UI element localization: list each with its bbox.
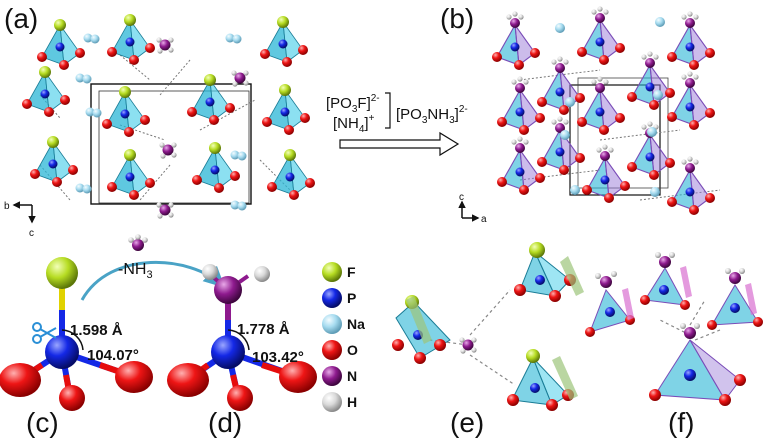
- panel-d-label: (d): [208, 407, 242, 438]
- legend-label-h: H: [347, 394, 357, 410]
- arrow-green-3: [552, 356, 578, 400]
- panel-c-label: (c): [26, 407, 59, 438]
- reaction-arrow: [339, 131, 460, 157]
- arrow-pink-1: [622, 288, 634, 320]
- legend-label-p: P: [347, 290, 356, 306]
- panel-c-molecule: [0, 257, 153, 411]
- elimination-group: -NH3: [80, 234, 226, 301]
- reactant-po3f: [PO3F]2-: [326, 93, 380, 115]
- scissors-icon: [32, 322, 57, 344]
- axes-a: b c: [4, 201, 36, 239]
- panel-a-structure: [21, 13, 316, 219]
- panel-a-label: (a): [4, 3, 38, 34]
- legend-label-f: F: [347, 264, 356, 280]
- arrow-green-2: [406, 296, 432, 344]
- panel-e-structure: [392, 242, 584, 411]
- bond-angle-d: 103.42°: [252, 349, 304, 366]
- bond-angle-c: 104.07°: [87, 347, 139, 364]
- legend-swatch-p: [322, 288, 342, 308]
- reaction-scheme: [PO3F]2- [NH4]+ [PO3NH3]2-: [326, 92, 468, 157]
- legend-swatch-f: [322, 262, 342, 282]
- panel-f-label: (f): [668, 407, 694, 438]
- bond-length-c: 1.598 Å: [70, 322, 123, 339]
- axis-b-label: b: [4, 201, 10, 212]
- arrow-green-1: [560, 256, 584, 296]
- elimination-label: -NH3: [118, 261, 153, 281]
- panel-d-molecule: [167, 264, 317, 411]
- panel-f-structure: [585, 252, 763, 406]
- legend-swatch-o: [322, 340, 342, 360]
- legend-swatch-h: [322, 392, 342, 412]
- legend-swatch-na: [322, 314, 342, 334]
- legend-label-na: Na: [347, 316, 365, 332]
- arrow-pink-2: [680, 266, 692, 298]
- product-po3nh3: [PO3NH3]2-: [396, 104, 468, 126]
- legend-swatch-n: [322, 366, 342, 386]
- panel-e-label: (e): [450, 407, 484, 438]
- axis-c-label-b: c: [459, 192, 464, 203]
- legend-label-o: O: [347, 342, 358, 358]
- bond-length-d: 1.778 Å: [237, 321, 290, 338]
- panel-b-structure: [491, 5, 721, 216]
- panel-b-label: (b): [440, 3, 474, 34]
- reactant-nh4: [NH4]+: [333, 113, 375, 135]
- axis-c-label: c: [29, 228, 34, 239]
- legend-label-n: N: [347, 368, 357, 384]
- arrow-pink-3: [745, 283, 757, 315]
- axes-b: c a: [458, 192, 487, 225]
- axis-a-label-b: a: [481, 214, 487, 225]
